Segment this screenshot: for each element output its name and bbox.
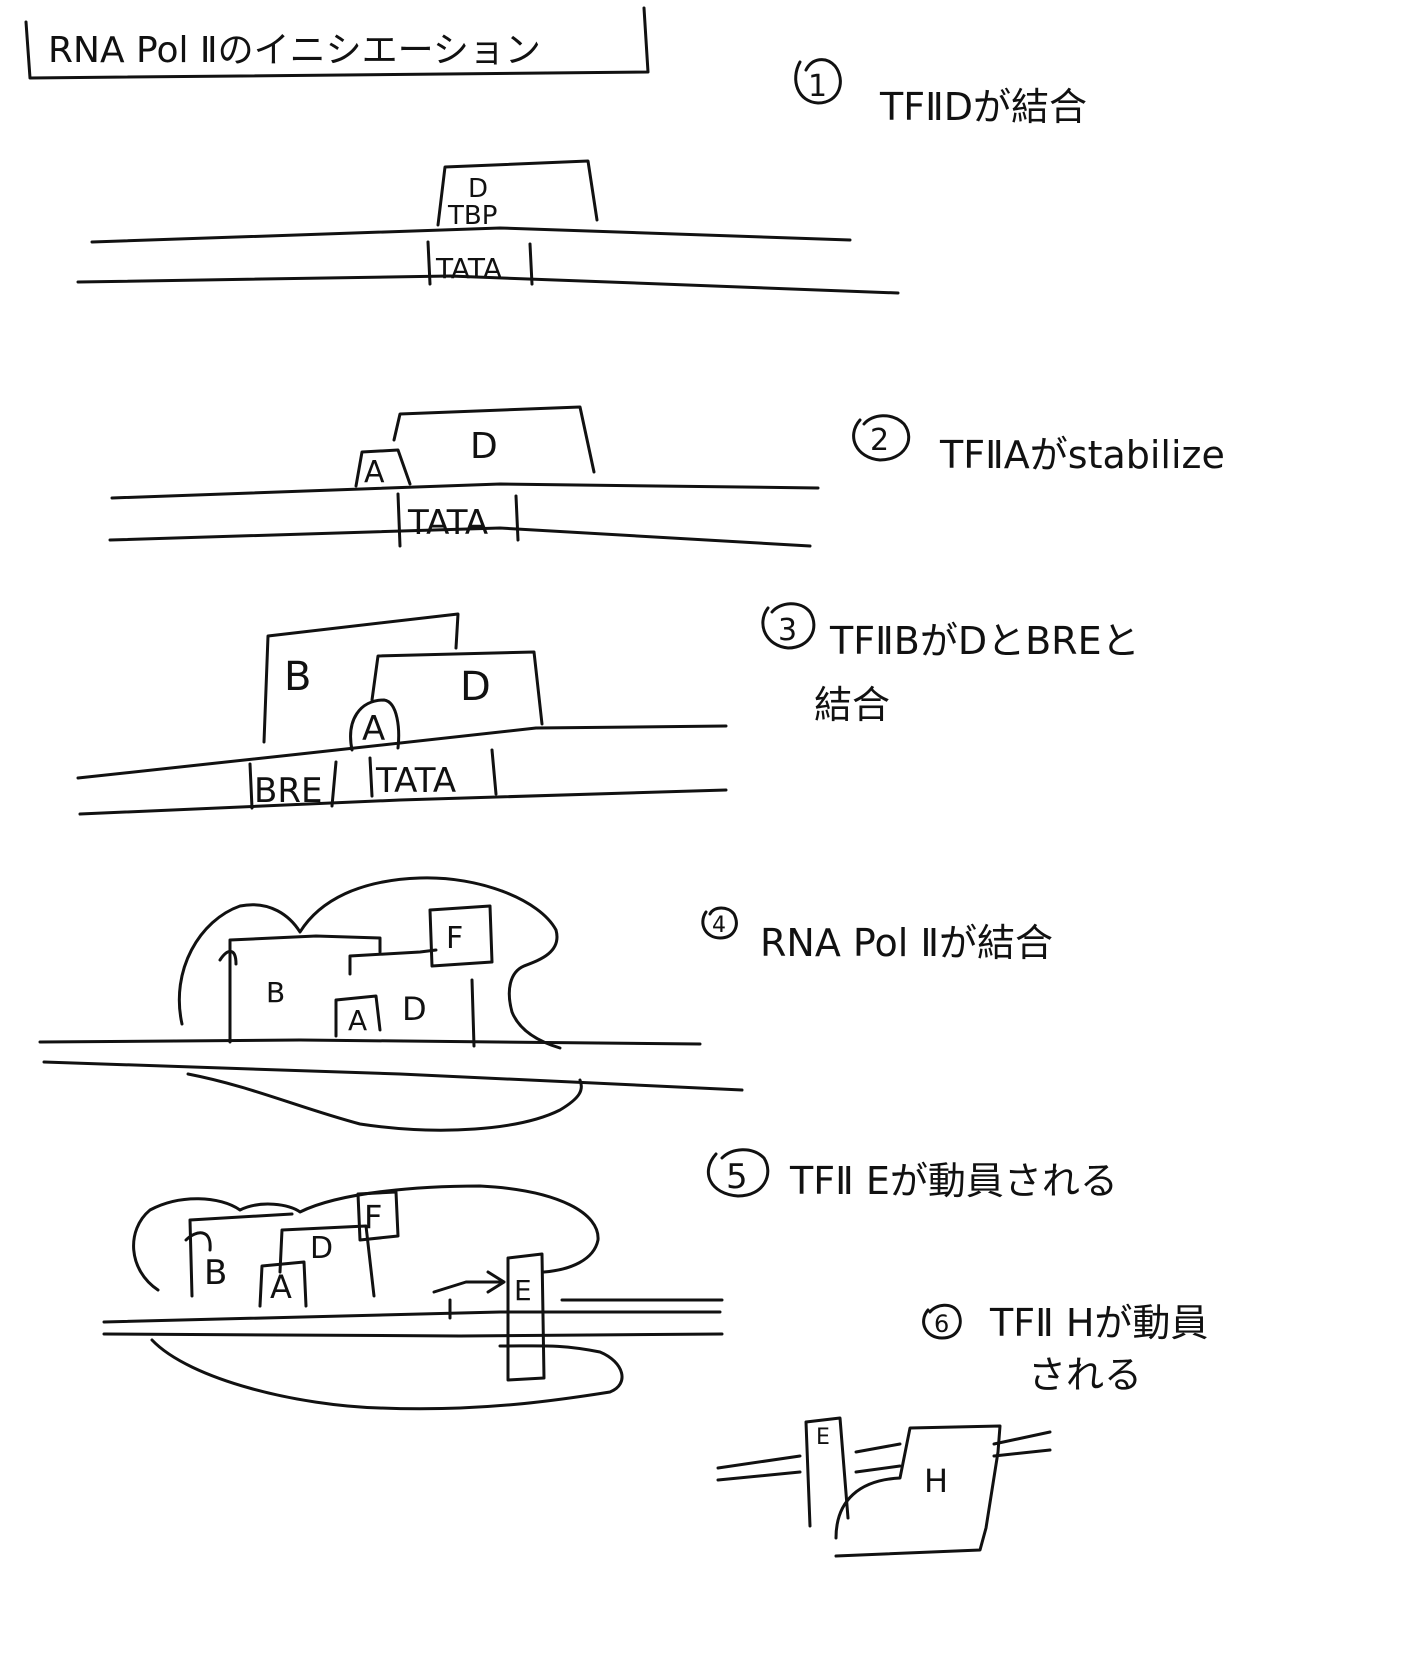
tfiia-box <box>354 448 412 488</box>
step-4-text: RNA Pol Ⅱが結合 <box>760 921 1053 965</box>
step-2-diagram: D A TATA <box>108 405 820 548</box>
step-1-text: TFⅡDが結合 <box>879 85 1087 129</box>
dna-strand-top <box>716 1430 1052 1470</box>
step-1-label: 1 TFⅡDが結合 <box>794 58 1087 129</box>
tfiib-label: B <box>284 654 311 700</box>
tfiie-box <box>804 1416 850 1528</box>
tfiia-label: A <box>348 1004 367 1037</box>
step-1-diagram: D TBP TATA <box>76 159 900 295</box>
step-4-diagram: B A D F <box>38 876 744 1132</box>
step-3-text-line2: 結合 <box>814 683 890 727</box>
tfiid-box <box>370 650 544 726</box>
step-2-number: 2 <box>870 423 889 458</box>
tfiid-label: D <box>310 1231 333 1266</box>
rna-pol-ii-lower-lobe <box>150 1338 624 1411</box>
step-5-circle <box>706 1148 770 1198</box>
tata-label: TATA <box>375 761 456 801</box>
tfiid-label: D <box>402 990 427 1028</box>
tbp-label: TBP <box>447 201 497 231</box>
tfiib-box <box>184 1212 294 1298</box>
dna-strand-top <box>76 724 728 780</box>
tfiif-box <box>428 904 494 968</box>
dna-strand-top <box>38 1038 702 1046</box>
rna-pol-ii-outline <box>177 876 562 1050</box>
tfiid-label: D <box>460 664 491 710</box>
tfiid-box <box>436 159 599 227</box>
tfiid-box <box>392 405 596 474</box>
step-2-circle <box>852 414 911 462</box>
step-6-text-line2: される <box>1028 1353 1142 1397</box>
tfiid-label: D <box>468 174 488 204</box>
dna-strand-top <box>110 482 820 500</box>
step-3-diagram: B D A BRE TATA <box>76 612 728 816</box>
tfiib-label: B <box>204 1253 227 1293</box>
step-3-text-line1: TFⅡBがDとBREと <box>829 619 1140 663</box>
tfiia-box <box>349 698 401 752</box>
step-3-circle <box>761 602 816 650</box>
tata-box <box>426 240 534 286</box>
tfiia-box <box>334 994 382 1038</box>
tfiid-label: D <box>470 426 498 467</box>
step-4-number: 4 <box>712 913 726 938</box>
step-6-diagram: E H <box>716 1416 1052 1558</box>
step-5-label: 5 TFⅡ Eが動員される <box>706 1148 1118 1203</box>
step-6-label: 6 TFⅡ Hが動員 される <box>922 1301 1208 1397</box>
dna-strand-bottom <box>76 274 900 295</box>
dna-strand-bottom <box>78 788 728 816</box>
step-4-circle <box>701 906 738 940</box>
step-6-number: 6 <box>934 1310 949 1338</box>
tfiie-label: E <box>816 1425 830 1450</box>
tfiib-box <box>262 612 460 744</box>
dna-strand-bottom <box>716 1448 1052 1482</box>
bre-box <box>248 760 338 810</box>
step-2-label: 2 TFⅡAがstabilize <box>852 414 1225 477</box>
tfiie-box <box>506 1252 546 1382</box>
step-3-label: 3 TFⅡBがDとBREと 結合 <box>761 602 1140 727</box>
rna-pol-ii-lower-lobe <box>186 1072 583 1132</box>
tfiia-label: A <box>364 455 385 490</box>
dna-strand-top <box>90 226 852 244</box>
step-5-text: TFⅡ Eが動員される <box>789 1159 1118 1203</box>
dna-strand-bottom <box>102 1298 724 1338</box>
tfiif-box <box>356 1190 400 1242</box>
dna-strand-top <box>102 1310 722 1324</box>
tfiih-box <box>834 1424 1002 1558</box>
step-5-number: 5 <box>726 1157 748 1197</box>
tata-box <box>396 492 520 548</box>
tata-box <box>368 748 498 798</box>
tfiia-box <box>258 1260 308 1308</box>
page-title: RNA Pol Ⅱのイニシエーション <box>48 30 541 71</box>
tfiih-label: H <box>924 1462 948 1500</box>
title-box: RNA Pol Ⅱのイニシエーション <box>24 6 650 80</box>
bre-label: BRE <box>254 771 322 811</box>
tfiie-label: E <box>514 1274 532 1307</box>
tfiid-box <box>348 948 476 1048</box>
tfiie-arrow <box>432 1270 506 1320</box>
step-6-circle <box>922 1303 962 1340</box>
tfiif-label: F <box>364 1198 382 1236</box>
dna-strand-bottom <box>42 1060 744 1092</box>
step-6-text-line1: TFⅡ Hが動員 <box>989 1301 1208 1345</box>
tfiif-label: F <box>446 921 463 956</box>
step-3-number: 3 <box>778 613 797 648</box>
step-5-diagram: B D A F E <box>102 1184 724 1411</box>
step-1-number: 1 <box>808 69 827 104</box>
tfiia-label: A <box>270 1268 292 1306</box>
step-4-label: 4 RNA Pol Ⅱが結合 <box>701 906 1053 965</box>
step-2-text: TFⅡAがstabilize <box>939 433 1225 477</box>
tfiia-label: A <box>362 709 385 749</box>
tfiib-label: B <box>266 976 285 1009</box>
step-1-circle <box>794 58 842 105</box>
tfiid-box <box>278 1224 376 1298</box>
rna-pol-ii-outline <box>132 1184 600 1292</box>
tfiib-box <box>218 934 382 1044</box>
tata-label: TATA <box>435 252 502 285</box>
tata-label: TATA <box>407 503 488 543</box>
dna-strand-bottom <box>108 526 812 548</box>
